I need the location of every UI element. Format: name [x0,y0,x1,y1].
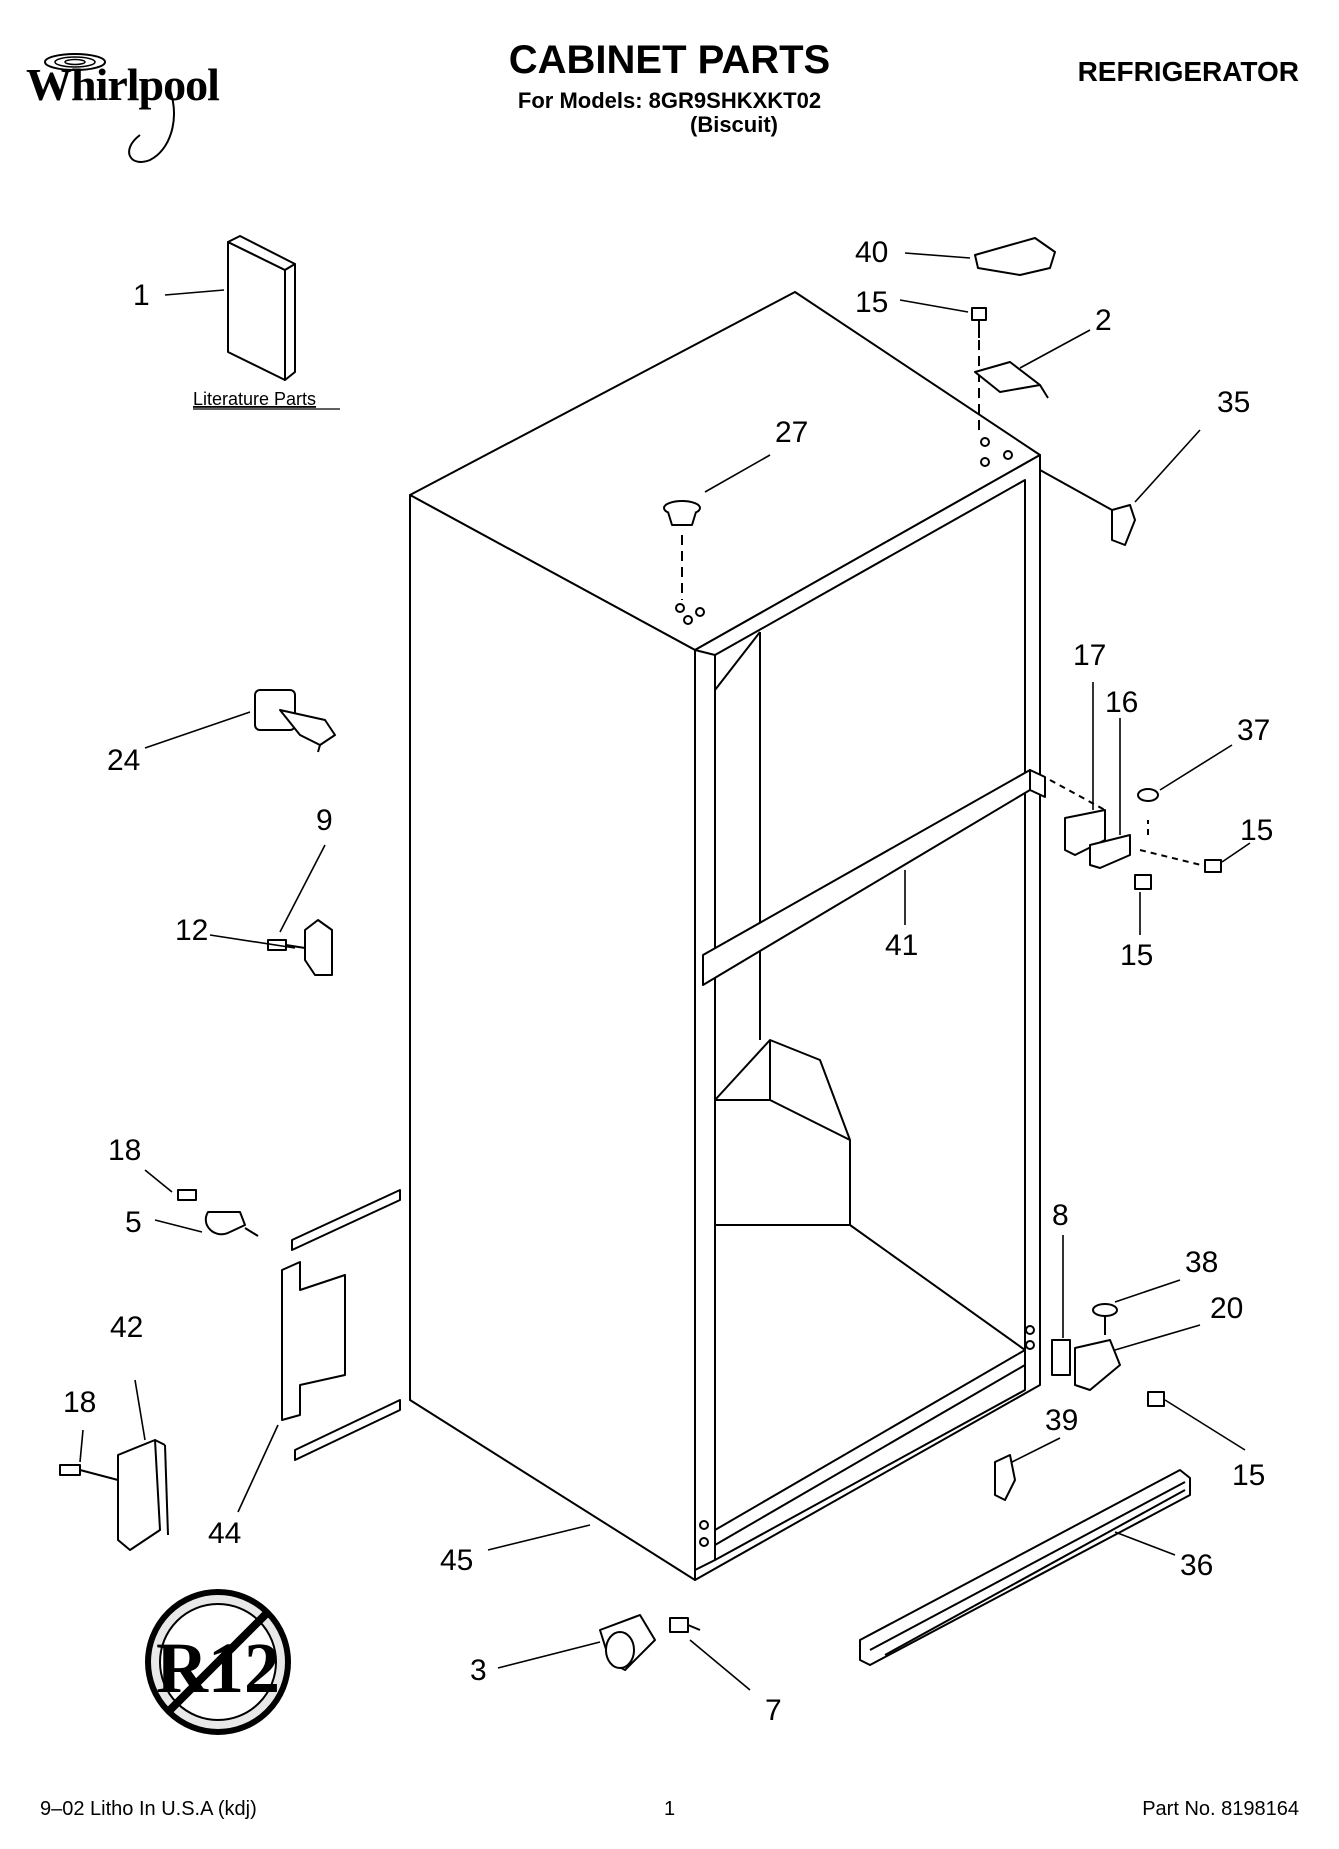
category-label: REFRIGERATOR [1077,56,1299,87]
callout-45: 45 [440,1544,473,1577]
callout-7: 7 [765,1694,782,1727]
page-title: CABINET PARTS [508,38,831,82]
roller-3 [599,1614,701,1671]
middle-hinge-16 [1049,779,1222,890]
callout-1: 1 [133,279,150,312]
literature-label: Literature Parts [193,389,316,409]
clip-12 [267,919,333,976]
cap-35 [1039,469,1136,546]
cabinet-body [409,291,1041,1581]
callout-18-upper: 18 [108,1134,141,1167]
model-subtitle: For Models: 8GR9SHKXKT02 [517,88,822,113]
callout-24: 24 [107,744,140,777]
callout-17: 17 [1073,639,1106,672]
callout-37: 37 [1237,714,1270,747]
no-r12-icon: R12 [145,1589,291,1735]
callout-18-lower: 18 [63,1386,96,1419]
bracket-44 [281,1189,401,1461]
callout-27: 27 [775,416,808,449]
screw-15-top [971,307,987,430]
callout-42: 42 [110,1311,143,1344]
footer-page-number: 1 [664,1798,676,1820]
hinge-cover-40 [974,237,1056,276]
callout-44: 44 [208,1517,241,1550]
callout-9: 9 [316,804,333,837]
callout-41: 41 [885,929,918,962]
callout-8: 8 [1052,1199,1069,1232]
footer-part-number: Part No. 8198164 [1142,1798,1299,1820]
footer-litho: 9–02 Litho In U.S.A (kdj) [40,1798,257,1820]
cabinet-divider [702,769,1046,986]
callout-15-right: 15 [1240,814,1273,847]
top-hinge-2 [974,361,1049,399]
callout-40: 40 [855,236,888,269]
callout-39: 39 [1045,1404,1078,1437]
callout-36: 36 [1180,1549,1213,1582]
callout-5: 5 [125,1206,142,1239]
callout-15-mid: 15 [1120,939,1153,972]
clip-5 [177,1189,259,1237]
bottom-hinge-20 [994,1303,1165,1501]
cover-42 [59,1439,169,1551]
logo-text: Whirlpool [26,59,220,110]
callout-38: 38 [1185,1246,1218,1279]
callout-20: 20 [1210,1292,1243,1325]
leader-arrows [79,252,1251,1691]
toe-grille-36 [859,1469,1191,1666]
color-subtitle: (Biscuit) [690,112,778,137]
callout-3: 3 [470,1654,487,1687]
part-24 [254,689,336,753]
callout-35: 35 [1217,386,1250,419]
callout-2: 2 [1095,304,1112,337]
plug-27 [663,500,701,600]
callout-15-top: 15 [855,286,888,319]
callout-12: 12 [175,914,208,947]
badge-text: R12 [156,1628,280,1708]
callout-16: 16 [1105,686,1138,719]
literature-booklet [227,235,296,381]
callout-15-bottom: 15 [1232,1459,1265,1492]
